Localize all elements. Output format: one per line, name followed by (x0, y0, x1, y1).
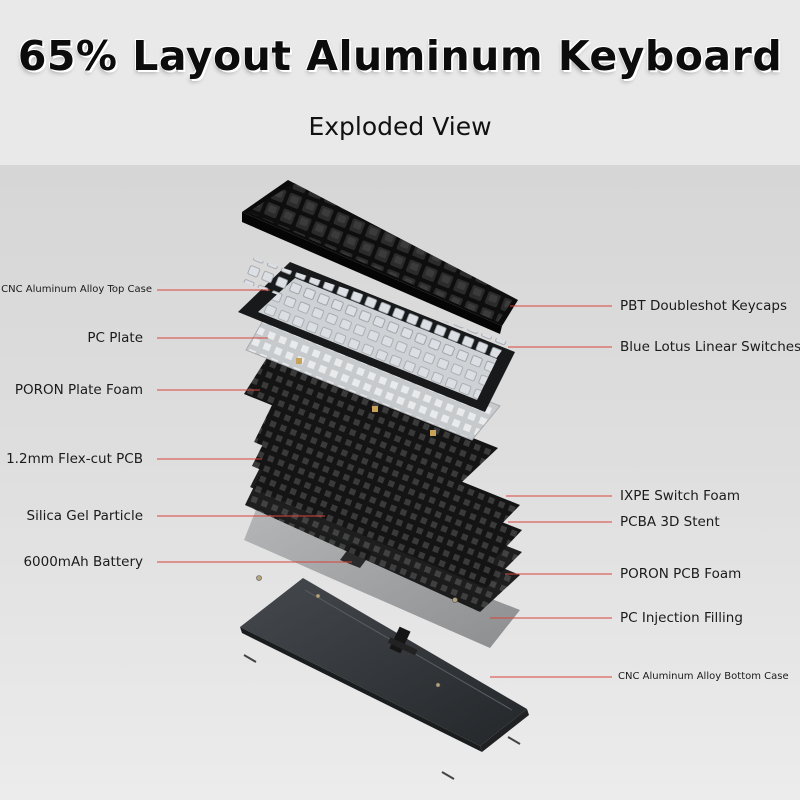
poron-plate-foam (244, 356, 498, 482)
keycaps (242, 180, 518, 334)
page-title: 65% Layout Aluminum Keyboard (17, 31, 783, 80)
page-subtitle: Exploded View (308, 112, 492, 141)
bottom-case (240, 578, 529, 752)
label-battery: 6000mAh Battery (23, 554, 143, 570)
label-bottom-case: CNC Aluminum Alloy Bottom Case (618, 671, 789, 682)
label-pc-plate: PC Plate (87, 330, 143, 346)
screws (256, 575, 458, 688)
label-keycaps: PBT Doubleshot Keycaps (620, 298, 787, 314)
label-pc-filling: PC Injection Filling (620, 610, 743, 626)
label-poron-pcb-foam: PORON PCB Foam (620, 566, 742, 582)
flex-cut-pcb (254, 405, 520, 540)
label-flex-cut-pcb: 1.2mm Flex-cut PCB (6, 451, 143, 467)
label-silica-gel: Silica Gel Particle (26, 508, 144, 524)
rubber-feet (243, 654, 521, 780)
label-ixpe-foam: IXPE Switch Foam (620, 488, 741, 504)
pc-injection-filling (244, 507, 520, 648)
label-pcba-stent: PCBA 3D Stent (620, 514, 720, 530)
label-top-case: CNC Aluminum Alloy Top Case (1, 284, 152, 295)
label-poron-plate-foam: PORON Plate Foam (14, 382, 143, 398)
leader-lines-right (490, 305, 612, 678)
leader-lines-left (157, 289, 352, 563)
bottom-case-bracket (387, 626, 418, 656)
plate-stabilizers (296, 358, 436, 436)
header-banner: 65% Layout Aluminum Keyboard Exploded Vi… (0, 0, 800, 165)
label-switches: Blue Lotus Linear Switches (620, 339, 800, 355)
linear-switches (242, 258, 508, 370)
